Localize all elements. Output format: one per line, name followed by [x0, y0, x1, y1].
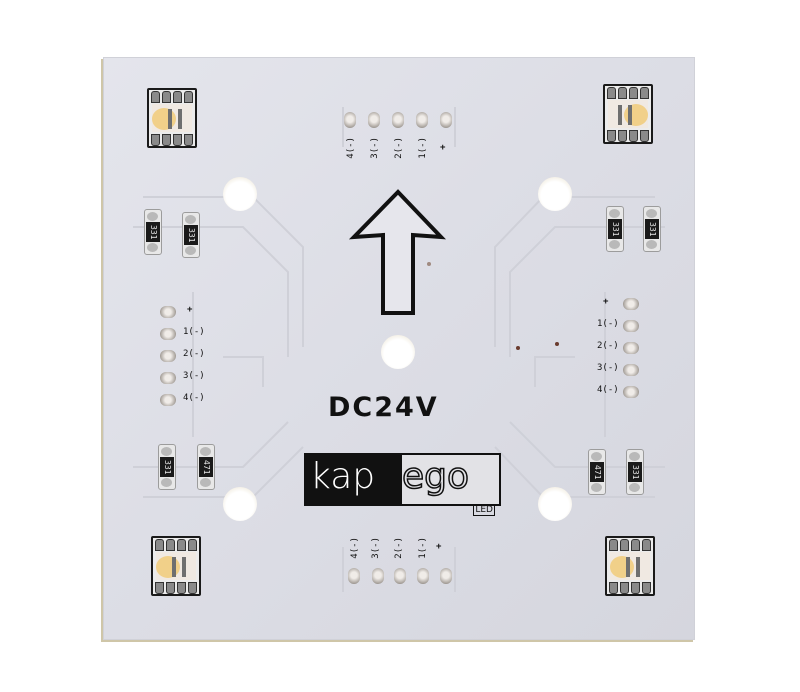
resistor-top-right-2: 331 [643, 206, 661, 252]
resistor-top-left-2: 331 [182, 212, 200, 258]
led-top-left [147, 88, 197, 148]
led-bottom-right [605, 536, 655, 596]
logo-dark-part: kap [306, 455, 402, 504]
mounting-hole-top-left [223, 177, 257, 211]
mounting-hole-center [381, 335, 415, 369]
resistor-top-left-1: 331 [144, 209, 162, 255]
logo-sub-label: LED [473, 504, 495, 516]
led-top-right [603, 84, 653, 144]
direction-arrow-up-icon [348, 189, 447, 315]
pcb-board: 331 331 331 331 331 471 471 331 4(-) 3(-… [103, 57, 695, 640]
resistor-bottom-right-2: 331 [626, 449, 644, 495]
via-dot [516, 346, 520, 350]
resistor-bottom-left-1: 331 [158, 444, 176, 490]
brand-logo: kap ego LED [304, 453, 501, 516]
resistor-bottom-right-1: 471 [588, 449, 606, 495]
mounting-hole-bottom-right [538, 487, 572, 521]
via-dot [555, 342, 559, 346]
logo-light-part: ego [401, 455, 470, 498]
mounting-hole-bottom-left [223, 487, 257, 521]
resistor-bottom-left-2: 471 [197, 444, 215, 490]
led-bottom-left [151, 536, 201, 596]
mounting-hole-top-right [538, 177, 572, 211]
via-dot [427, 262, 431, 266]
resistor-top-right-1: 331 [606, 206, 624, 252]
voltage-label: DC24V [328, 392, 439, 423]
